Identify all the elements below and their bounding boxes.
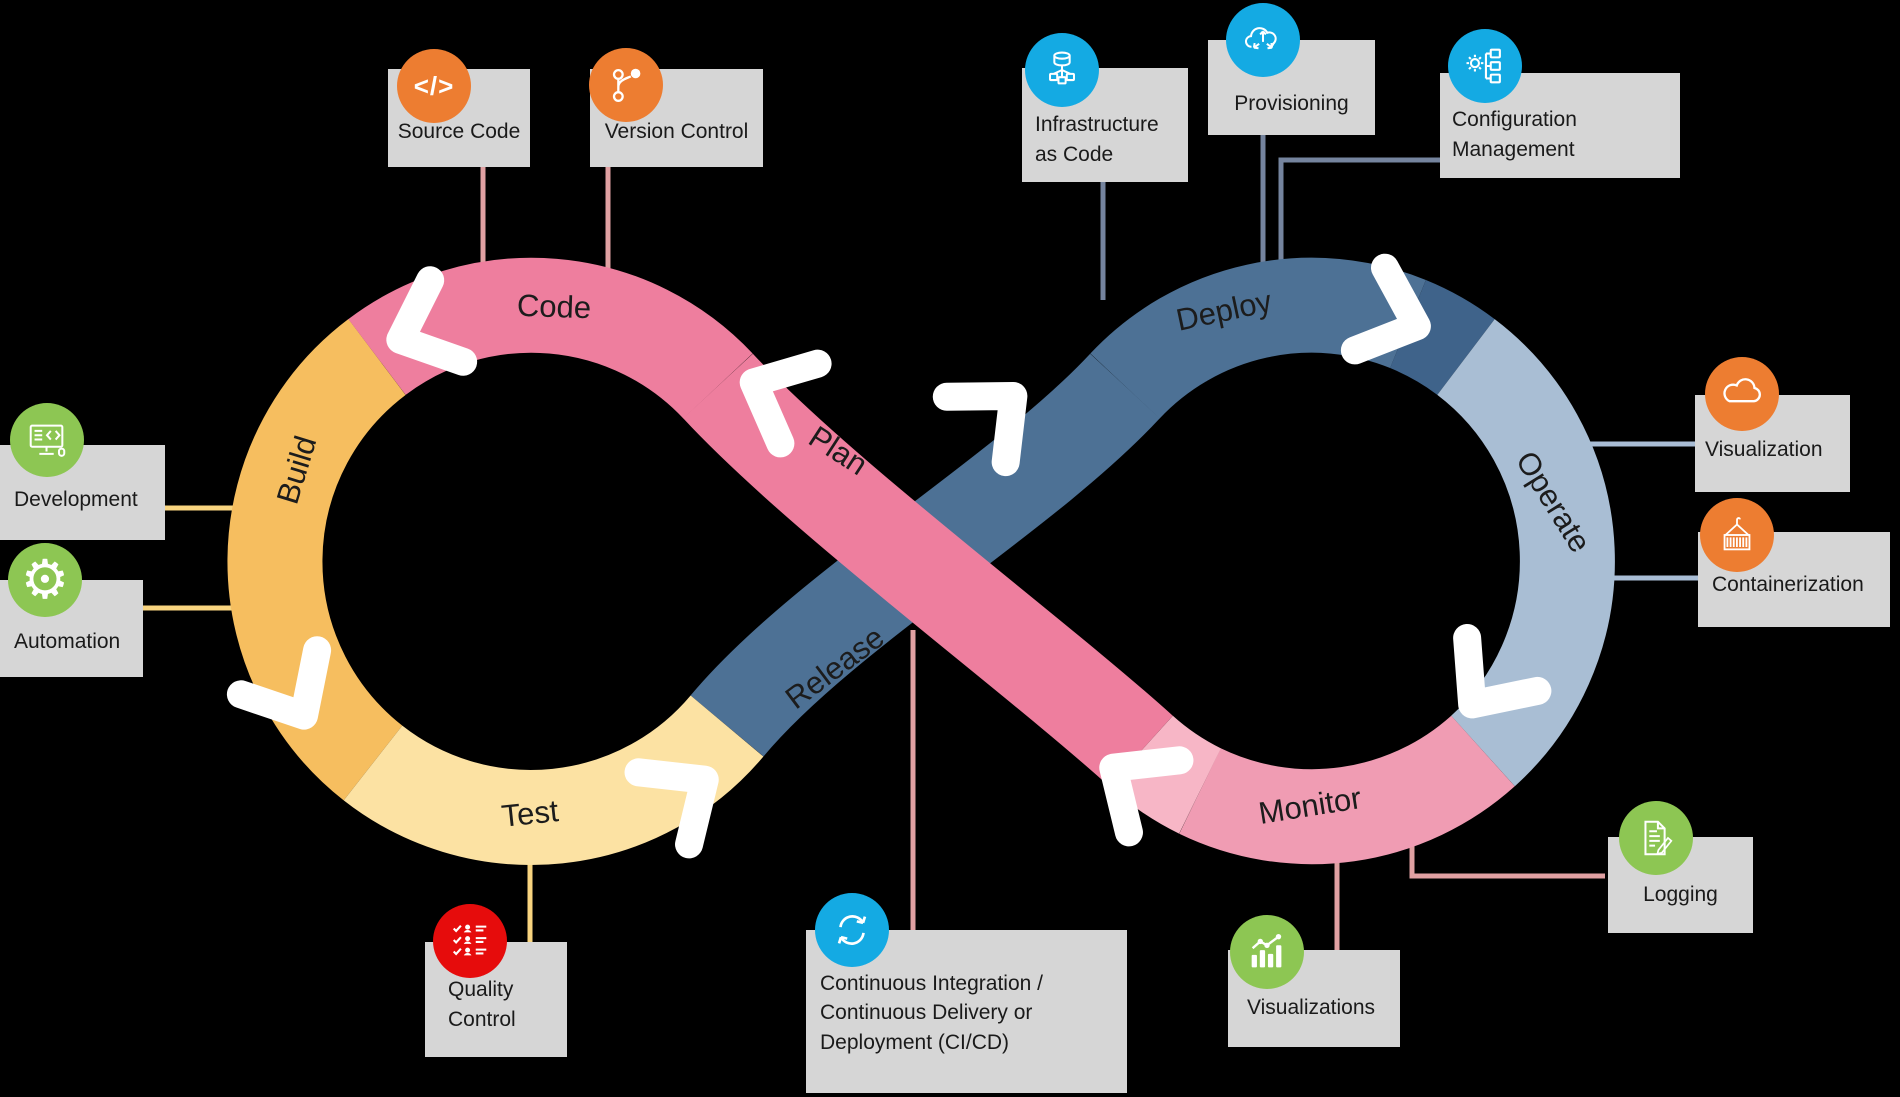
sync-arrows-icon [815,893,889,967]
segment-label-code: Code [516,287,592,326]
monitor-code-icon [10,403,84,477]
practice-box-cicd: Continuous Integration / Continuous Deli… [806,930,1127,1093]
practice-label: Continuous Integration / Continuous Deli… [820,971,1043,1055]
practice-box-development: Development [0,445,165,540]
gear-icon: ⚙ [8,543,82,617]
connector-lines [140,128,1700,955]
flow-chevron-plan [739,349,832,458]
practice-label: Configuration Management [1452,108,1577,162]
bar-chart-icon [1230,915,1304,989]
flow-chevron-deploy [1340,253,1431,365]
document-pencil-icon [1619,801,1693,875]
deploy-segment [1090,257,1426,420]
practice-label: Quality Control [448,978,516,1032]
practice-label: Source Code [397,120,521,144]
flow-chevron-code [386,266,478,376]
practice-label: Provisioning [1234,92,1349,116]
practice-box-version-control: Version Control [590,69,763,167]
checklist-icon [433,904,507,978]
practice-label: Containerization [1712,573,1864,597]
container-crane-icon [1700,498,1774,572]
gear-glyph: ⚙ [20,550,70,610]
practice-label: Infrastructure as Code [1035,113,1159,167]
practice-label: Development [14,488,138,512]
practice-label: Visualization [1705,438,1823,462]
segment-label-test: Test [499,793,561,834]
gear-files-icon [1448,29,1522,103]
flow-chevron-monitor [1099,746,1194,847]
practice-label: Version Control [604,120,749,144]
database-flow-icon [1025,33,1099,107]
build-segment [227,319,407,801]
loop-ribbon [227,257,1615,865]
practice-label: Visualizations [1247,996,1376,1020]
practice-label: Logging [1643,883,1718,907]
flow-chevron-build [226,636,332,730]
flow-arrows [226,253,1552,859]
monitor-segment [1179,715,1515,865]
practice-label: Automation [14,630,121,654]
code-brackets-icon: </> [397,49,471,123]
configuration-management-connector [1278,157,1443,265]
flow-chevron-operate [1453,623,1552,719]
practice-box-infrastructure-as-code: Infrastructure as Code [1022,68,1188,182]
git-branch-icon [589,48,663,122]
code-brackets-glyph: </> [413,70,455,101]
flow-chevron-test [624,758,719,859]
code-segment [348,257,753,420]
cloud-icon [1705,357,1779,431]
cloud-arrows-icon [1226,3,1300,77]
flow-chevron-release [932,381,1028,477]
